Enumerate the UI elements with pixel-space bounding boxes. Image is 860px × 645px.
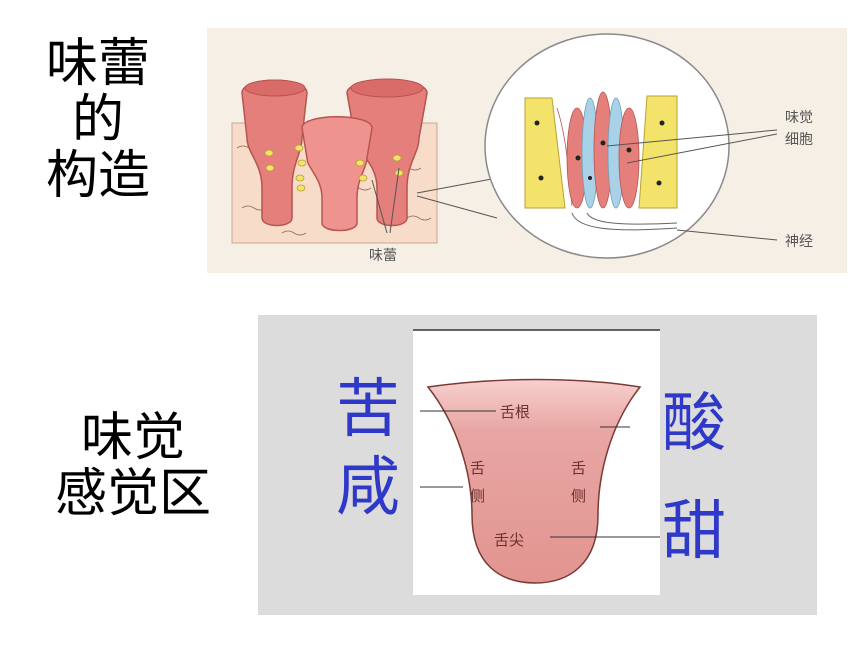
- tongue-side-left-line1: 舌: [470, 459, 485, 477]
- papilla-left: [241, 79, 308, 227]
- taste-bud-structure-title: 味蕾 的 构造: [28, 36, 168, 204]
- title-line-2: 的: [71, 90, 124, 150]
- title-line-2: 感觉区: [54, 464, 211, 524]
- salty-label: 咸: [336, 451, 400, 525]
- nerve-label: 神经: [785, 234, 813, 250]
- tongue-shape: [426, 378, 642, 584]
- title-line-3: 构造: [45, 146, 150, 206]
- cell-pointers: [606, 129, 778, 241]
- cell-nuclei: [534, 120, 665, 186]
- taste-bud-dots: [264, 144, 404, 192]
- tongue-svg: 舌根 舌 侧 舌 侧 舌尖: [413, 329, 660, 595]
- taste-cell-label-line1: 味觉: [785, 110, 813, 126]
- tongue-side-right-line2: 侧: [571, 487, 586, 505]
- tongue-pointers: [420, 410, 660, 538]
- sour-label: 酸: [662, 387, 726, 461]
- title-line-1: 味觉: [80, 408, 185, 468]
- bitter-label: 苦: [336, 373, 400, 447]
- papilla-middle: [301, 116, 373, 232]
- taste-region-title: 味觉 感觉区: [28, 410, 238, 522]
- taste-bud-label: 味蕾: [369, 248, 397, 264]
- taste-cell-label-line2: 细胞: [785, 132, 813, 148]
- tongue-side-right-line1: 舌: [571, 459, 586, 477]
- tongue-tip-label: 舌尖: [494, 531, 524, 549]
- sweet-label: 甜: [662, 495, 726, 569]
- title-line-1: 味蕾: [45, 34, 150, 94]
- tongue-region-panel: 舌根 舌 侧 舌 侧 舌尖: [258, 315, 817, 615]
- tongue-side-left-line2: 侧: [470, 487, 485, 505]
- taste-bud-structure-diagram: 味蕾: [207, 28, 847, 273]
- taste-bud-pointers: [371, 167, 498, 234]
- structure-svg: 味蕾: [231, 33, 813, 264]
- tongue-root-label: 舌根: [500, 403, 530, 421]
- papilla-right: [346, 78, 428, 227]
